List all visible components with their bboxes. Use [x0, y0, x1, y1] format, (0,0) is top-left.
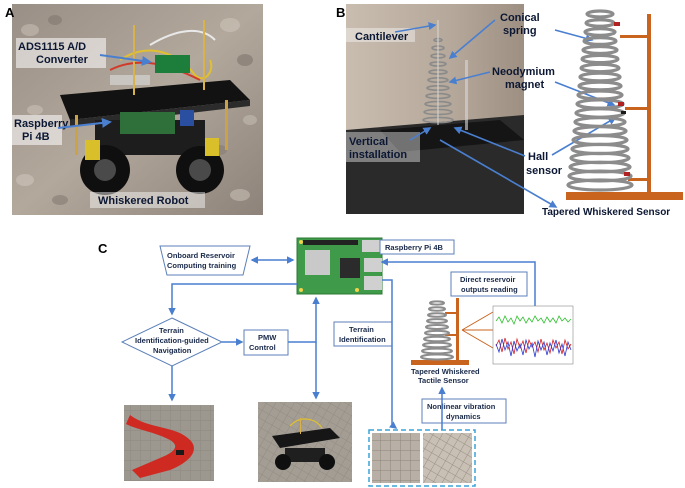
- signal-to-rpi-arrow: [380, 258, 536, 306]
- robot-illustration: [60, 20, 250, 195]
- rpi-label-line2: Pi 4B: [22, 131, 50, 143]
- rpi-to-terrain-arrow: [382, 279, 398, 429]
- onboard-box: [159, 245, 251, 276]
- pmw-label-line2: Control: [249, 343, 276, 352]
- gravel-texture: [16, 15, 257, 205]
- adc-label: ADS1115 A/D: [18, 41, 86, 53]
- tapered-sensor-label: Tapered Whiskered Sensor: [542, 207, 670, 218]
- direct-box: [450, 271, 528, 297]
- sensor-label: Tapered Whiskered: [411, 367, 480, 376]
- robot-photo-small: [258, 402, 352, 482]
- terrain-id-label-line2: Identification: [339, 335, 386, 344]
- direct-label: Direct reservoir: [460, 275, 516, 284]
- panel-letter-a: A: [5, 5, 15, 20]
- hall-photo-arrow: [453, 126, 526, 157]
- nonlinear-label-line2: dynamics: [446, 412, 481, 421]
- terrain-image-2: [423, 433, 472, 483]
- tapered-sensor-diagram: [566, 9, 683, 200]
- navigation-label: Terrain: [159, 326, 184, 335]
- conical-label: Conical: [500, 12, 540, 24]
- sensor-label-line2: Tactile Sensor: [418, 376, 469, 385]
- signal-plot: [492, 305, 574, 365]
- pmw-box: [243, 329, 289, 356]
- rpi-label: Raspberry: [14, 118, 69, 130]
- nonlinear-label: Nonlinear vibration: [427, 402, 496, 411]
- rpi-to-nav-arrow: [168, 283, 297, 316]
- cantilever-arrow: [394, 22, 437, 33]
- panel-letter-b: B: [336, 5, 345, 20]
- rpi-arrow: [57, 117, 112, 129]
- hall-label-line2: sensor: [526, 165, 563, 177]
- magnet-photo-arrow: [448, 71, 491, 85]
- vertical-label-line2: installation: [349, 149, 407, 161]
- terrain-image-1: [372, 433, 420, 483]
- pmw-label: PMW: [258, 333, 277, 342]
- adc-label-line2: Converter: [36, 54, 89, 66]
- magnet-label-line2: magnet: [505, 79, 544, 91]
- terrain-id-box: [333, 321, 393, 347]
- raspberry-label-box: [379, 239, 455, 255]
- tapered-arrow: [439, 139, 558, 208]
- terrain-images-frame: [368, 429, 476, 487]
- conical-photo-arrow: [448, 19, 496, 60]
- nonlinear-box: [421, 398, 507, 424]
- hall-label: Hall: [528, 151, 548, 163]
- robot-label: Whiskered Robot: [98, 195, 189, 207]
- path-photo: [124, 405, 214, 481]
- magnet-label: Neodymium: [492, 66, 555, 78]
- cantilever-label: Cantilever: [355, 31, 409, 43]
- direct-label-line2: outputs reading: [461, 285, 518, 294]
- vertical-arrow: [409, 127, 432, 141]
- terrain-id-label: Terrain: [349, 325, 374, 334]
- panel-a: A ADS1115 A/D Converter Raspberry Pi 4B …: [5, 4, 263, 215]
- adc-arrow: [99, 54, 152, 66]
- raspberry-label: Raspberry Pi 4B: [385, 243, 444, 252]
- panel-c: C Raspberry Pi 4B Onboard Reservoir Comp…: [98, 237, 574, 487]
- panel-b: B Cantilever Conical spring Neodymium ma…: [336, 4, 683, 218]
- onboard-label-line2: Computing training: [167, 261, 237, 270]
- vertical-label: Vertical: [349, 136, 388, 148]
- small-tapered-sensor: [411, 298, 494, 365]
- navigation-label-line2: Identification-guided: [135, 336, 209, 345]
- onboard-label: Onboard Reservoir: [167, 251, 235, 260]
- raspberry-pi-board: [296, 237, 383, 295]
- navigation-label-line3: Navigation: [153, 346, 192, 355]
- pmw-to-rpi-arrow: [288, 296, 320, 343]
- conical-label-line2: spring: [503, 25, 537, 37]
- panel-letter-c: C: [98, 241, 108, 256]
